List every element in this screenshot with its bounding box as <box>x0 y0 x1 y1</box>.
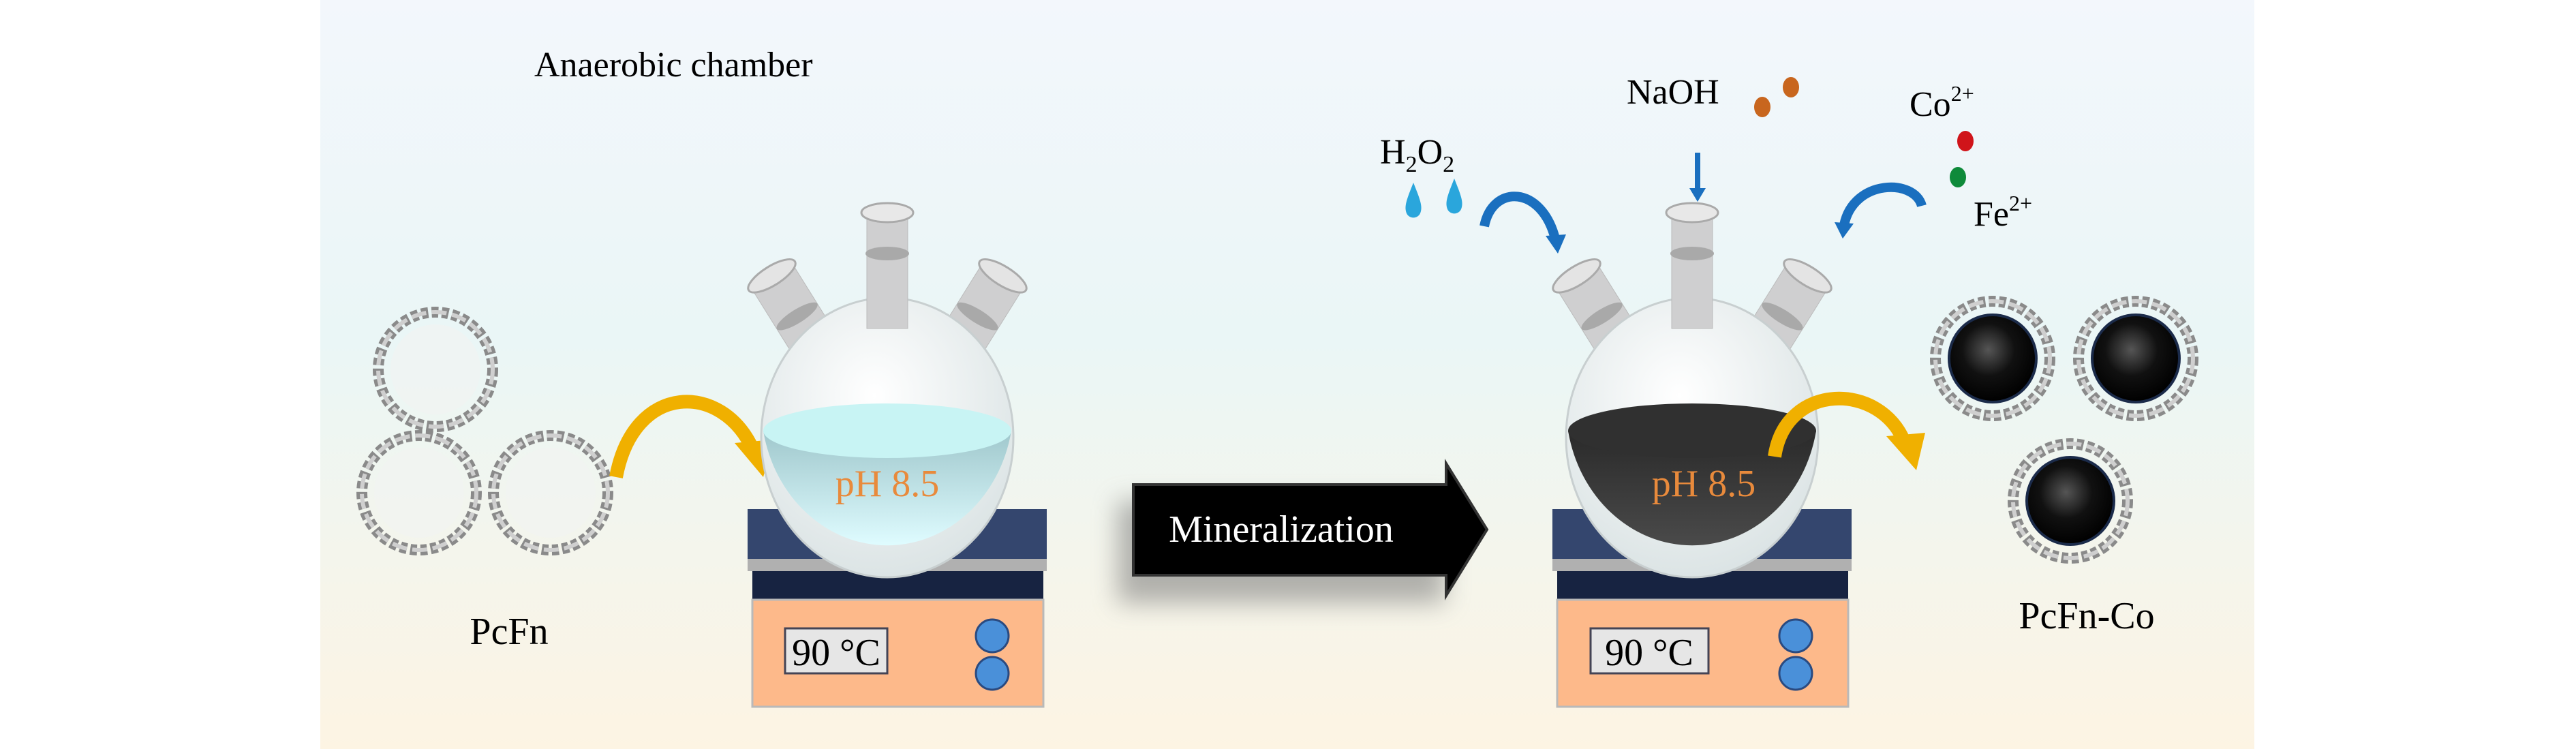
left-flask <box>742 202 1032 579</box>
h2o2-label: H2O2 <box>1380 133 1454 177</box>
product-arrow <box>1768 391 1912 458</box>
pcfn-co-particle <box>1948 314 2038 403</box>
pcfn-co-label: PcFn-Co <box>2019 595 2154 637</box>
metal-ion-arrowhead <box>1835 222 1854 239</box>
mineralization-arrow <box>1118 458 1489 603</box>
metal-ion-arrow <box>1839 182 1927 226</box>
naoh-arrowhead <box>1689 188 1706 202</box>
hotplate-knob <box>975 618 1010 654</box>
pcfn-co-particle <box>2091 314 2181 403</box>
naoh-dot <box>1783 77 1799 97</box>
hotplate-knob <box>1778 618 1813 654</box>
chamber-title: Anaerobic chamber <box>534 46 813 85</box>
hotplate-knob <box>975 656 1010 691</box>
h2o2-droplet-icon <box>1405 183 1422 218</box>
transfer-arrow <box>609 395 760 478</box>
mineralization-label: Mineralization <box>1169 508 1394 551</box>
cobalt-dot <box>1957 131 1974 151</box>
right-ph-label: pH 8.5 <box>1652 463 1755 505</box>
left-temperature: 90 °C <box>792 632 880 674</box>
right-temperature: 90 °C <box>1605 632 1693 674</box>
pcfn-co-particle <box>2025 456 2115 546</box>
naoh-dot <box>1754 97 1770 117</box>
left-ph-label: pH 8.5 <box>835 463 939 505</box>
temperature-display <box>784 627 889 675</box>
pcfn-label: PcFn <box>470 611 548 653</box>
naoh-arrow <box>1695 153 1700 190</box>
right-flask <box>1547 202 1837 579</box>
fe-label: Fe2+ <box>1974 191 2032 234</box>
temperature-display <box>1589 627 1710 675</box>
background-panel <box>320 0 2254 749</box>
hotplate-knob <box>1778 656 1813 691</box>
h2o2-droplet-icon <box>1446 179 1462 214</box>
naoh-label: NaOH <box>1627 73 1719 112</box>
iron-dot <box>1950 167 1966 187</box>
h2o2-arrowhead <box>1546 234 1566 254</box>
h2o2-arrow <box>1479 192 1560 240</box>
pcfn-co-particles <box>1935 301 2193 558</box>
co-label: Co2+ <box>1910 81 1974 124</box>
product-arrowhead <box>1886 433 1925 470</box>
